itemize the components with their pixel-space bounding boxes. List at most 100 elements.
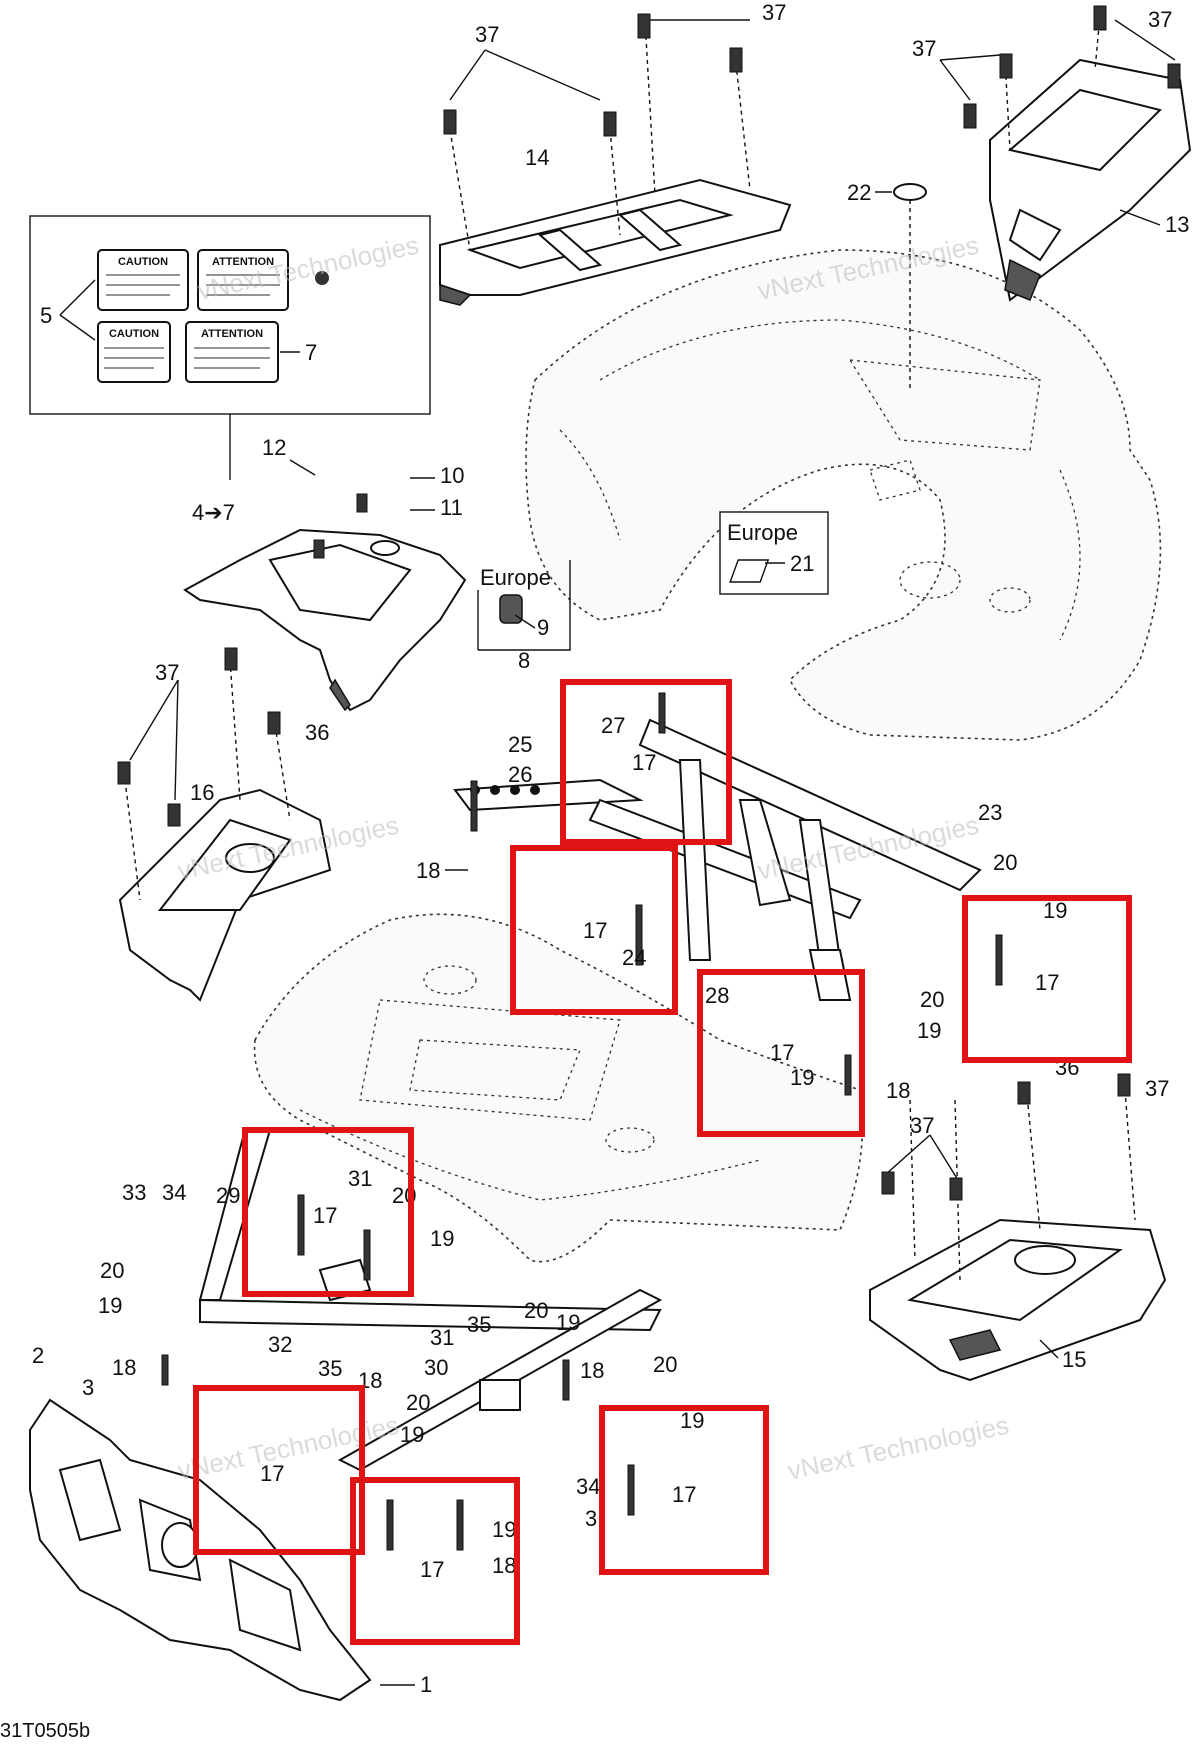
callout-37: 37 xyxy=(1148,7,1172,32)
callout-18: 18 xyxy=(492,1553,516,1578)
callout-20: 20 xyxy=(100,1258,124,1283)
callout-35: 35 xyxy=(318,1356,342,1381)
callout-2: 2 xyxy=(32,1343,44,1368)
callout-12: 12 xyxy=(262,435,286,460)
decal-attention-2: ATTENTION xyxy=(185,321,279,383)
rear-fender-ghost xyxy=(525,249,1162,741)
callout-5: 5 xyxy=(40,303,52,328)
callout-18: 18 xyxy=(416,858,440,883)
callout-17: 17 xyxy=(632,750,656,775)
callout-31: 31 xyxy=(348,1166,372,1191)
callout-32: 32 xyxy=(268,1332,292,1357)
callout-24: 24 xyxy=(622,945,646,970)
callout-25: 25 xyxy=(508,732,532,757)
rear-frame-23 xyxy=(453,718,982,1001)
callout-13: 13 xyxy=(1165,212,1189,237)
cap-22 xyxy=(893,183,927,201)
europe-decal-label: Europe xyxy=(727,520,798,545)
callout-23: 23 xyxy=(978,800,1002,825)
callout-7: 7 xyxy=(305,340,317,365)
front-fender-ghost xyxy=(253,913,864,1263)
rack-13 xyxy=(989,58,1192,302)
europe-switch-label: Europe xyxy=(480,565,551,590)
callout-37: 37 xyxy=(1145,1076,1169,1101)
callout-33: 33 xyxy=(122,1180,146,1205)
highlight-box xyxy=(510,845,678,1015)
callout-19: 19 xyxy=(1043,898,1067,923)
callout-19: 19 xyxy=(98,1293,122,1318)
highlight-box xyxy=(193,1385,365,1555)
callout-21: 21 xyxy=(790,551,814,576)
svg-text:CAUTION: CAUTION xyxy=(118,256,168,268)
callout-26: 26 xyxy=(508,762,532,787)
callout-19: 19 xyxy=(556,1310,580,1335)
highlight-box xyxy=(242,1127,414,1297)
bolts xyxy=(117,5,1181,1551)
callout-20: 20 xyxy=(993,850,1017,875)
callout-3: 3 xyxy=(585,1506,597,1531)
part-16 xyxy=(118,788,332,1002)
rear-rack-14 xyxy=(439,178,792,306)
callout-18: 18 xyxy=(580,1358,604,1383)
highlight-boxes xyxy=(193,679,1132,1645)
callout-19: 19 xyxy=(680,1408,704,1433)
callout-17: 17 xyxy=(1035,970,1059,995)
callout-20: 20 xyxy=(653,1352,677,1377)
front-rack-15 xyxy=(869,1218,1167,1382)
highlight-box xyxy=(560,679,732,845)
callout-28: 28 xyxy=(705,983,729,1008)
decal-kit-inset: CAUTION ATTENTION CAUTION ATTENTION xyxy=(29,215,431,480)
callout-22: 22 xyxy=(847,180,871,205)
callout-11: 11 xyxy=(440,495,463,520)
highlight-box xyxy=(697,969,865,1137)
callout-16: 16 xyxy=(190,780,214,805)
callout-31: 31 xyxy=(430,1325,454,1350)
decal-caution-1: CAUTION xyxy=(97,249,189,311)
callout-19: 19 xyxy=(790,1065,814,1090)
callout-19: 19 xyxy=(492,1517,516,1542)
callout-30: 30 xyxy=(424,1355,448,1380)
highlight-box xyxy=(599,1405,769,1575)
callout-20: 20 xyxy=(406,1390,430,1415)
callout-37: 37 xyxy=(475,22,499,47)
svg-text:vNext Technologies: vNext Technologies xyxy=(785,1410,1011,1486)
callout-20: 20 xyxy=(920,987,944,1012)
callout-4-7: 4➔7 xyxy=(192,500,235,525)
europe-decal-inset: Europe xyxy=(719,511,829,595)
callout-18: 18 xyxy=(886,1078,910,1103)
callout-17: 17 xyxy=(420,1557,444,1582)
callout-34: 34 xyxy=(576,1474,600,1499)
callout-17: 17 xyxy=(672,1482,696,1507)
svg-text:ATTENTION: ATTENTION xyxy=(212,256,274,268)
callout-3: 3 xyxy=(82,1375,94,1400)
svg-text:ATTENTION: ATTENTION xyxy=(201,328,263,340)
callout-19: 19 xyxy=(400,1422,424,1447)
decal-caution-2: CAUTION xyxy=(97,321,171,383)
decal-attention-1: ATTENTION xyxy=(197,249,289,311)
callout-34: 34 xyxy=(162,1180,186,1205)
callout-10: 10 xyxy=(440,463,464,488)
callout-36: 36 xyxy=(305,720,329,745)
callout-9: 9 xyxy=(537,615,549,640)
callout-29: 29 xyxy=(216,1183,240,1208)
callout-17: 17 xyxy=(313,1203,337,1228)
svg-text:CAUTION: CAUTION xyxy=(109,328,159,340)
callout-15: 15 xyxy=(1062,1347,1086,1372)
callout-19: 19 xyxy=(430,1226,454,1251)
highlight-box xyxy=(962,895,1132,1063)
callout-37: 37 xyxy=(155,660,179,685)
callout-37: 37 xyxy=(762,0,786,25)
callout-20: 20 xyxy=(524,1298,548,1323)
callout-17: 17 xyxy=(260,1461,284,1486)
callout-8: 8 xyxy=(518,648,530,673)
callout-1: 1 xyxy=(420,1672,432,1697)
callout-17: 17 xyxy=(770,1040,794,1065)
callout-19: 19 xyxy=(917,1018,941,1043)
highlight-box xyxy=(350,1477,520,1645)
callout-14: 14 xyxy=(525,145,549,170)
callout-27: 27 xyxy=(601,713,625,738)
console-12 xyxy=(183,528,467,712)
callout-17: 17 xyxy=(583,918,607,943)
